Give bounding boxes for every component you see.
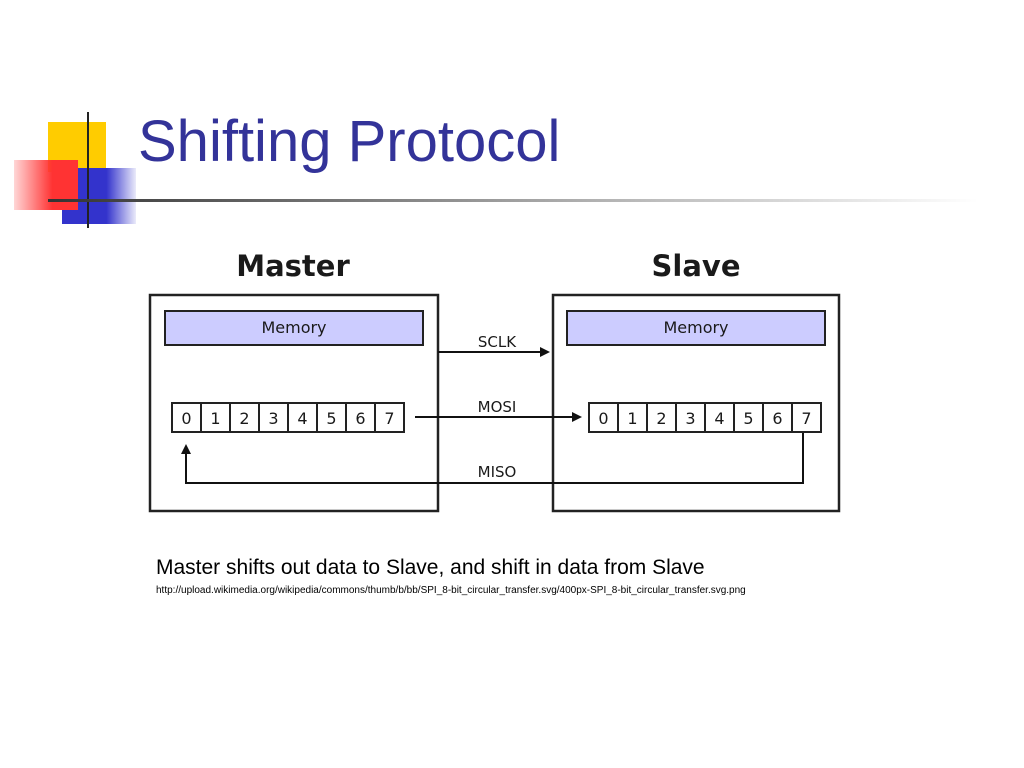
master-bit-label: 3 xyxy=(268,409,278,428)
master-bit-cell xyxy=(171,402,202,433)
slave-memory-box xyxy=(566,310,826,346)
corner-decoration xyxy=(14,112,978,228)
slave-bit-cell xyxy=(704,402,735,433)
slave-bit-label: 7 xyxy=(801,409,811,428)
title-rule xyxy=(48,199,978,202)
master-bit-label: 4 xyxy=(297,409,307,428)
slide-caption: Master shifts out data to Slave, and shi… xyxy=(156,556,705,579)
slave-bit-label: 2 xyxy=(656,409,666,428)
master-bit-cell xyxy=(200,402,231,433)
mosi-label: MOSI xyxy=(478,398,517,416)
slave-bit-cell xyxy=(791,402,822,433)
miso-label: MISO xyxy=(478,463,517,481)
slave-bit-label: 6 xyxy=(772,409,782,428)
master-bit-label: 2 xyxy=(239,409,249,428)
master-bit-cell xyxy=(258,402,289,433)
slave-bit-label: 3 xyxy=(685,409,695,428)
master-bit-label: 7 xyxy=(384,409,394,428)
master-memory-label: Memory xyxy=(261,318,326,337)
master-bit-cell xyxy=(316,402,347,433)
master-bit-cell xyxy=(374,402,405,433)
slave-memory-label: Memory xyxy=(663,318,728,337)
sclk-label: SCLK xyxy=(478,333,517,351)
miso-arrow xyxy=(181,433,804,484)
master-bit-cell xyxy=(345,402,376,433)
master-bit-cell xyxy=(229,402,260,433)
slave-bit-label: 1 xyxy=(627,409,637,428)
slave-bit-cell xyxy=(646,402,677,433)
master-memory-box xyxy=(164,310,424,346)
master-bit-label: 5 xyxy=(326,409,336,428)
slave-label: Slave xyxy=(652,249,741,283)
slave-bit-label: 5 xyxy=(743,409,753,428)
source-url: http://upload.wikimedia.org/wikipedia/co… xyxy=(156,585,746,596)
slave-bit-label: 0 xyxy=(598,409,608,428)
master-bit-label: 1 xyxy=(210,409,220,428)
master-bit-label: 6 xyxy=(355,409,365,428)
slave-bit-label: 4 xyxy=(714,409,724,428)
slide-title: Shifting Protocol xyxy=(138,109,561,174)
master-bit-label: 0 xyxy=(181,409,191,428)
master-label: Master xyxy=(236,249,350,283)
